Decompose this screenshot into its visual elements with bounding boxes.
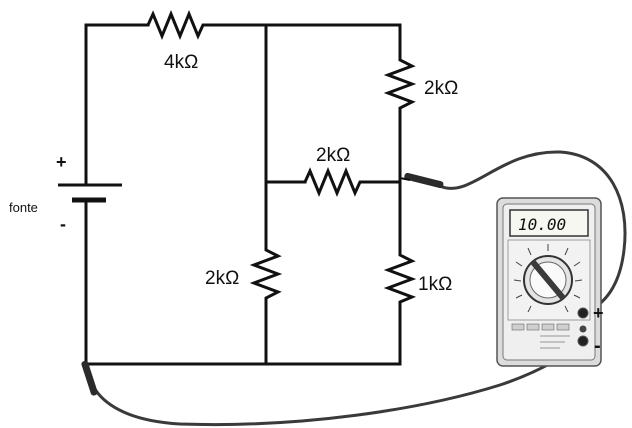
source-plus-sign: + (56, 152, 67, 172)
probe-tip-black (81, 360, 98, 396)
multimeter-display (509, 209, 589, 237)
dial-scale-marks (513, 244, 583, 313)
dial-pointer (530, 259, 566, 301)
resistor-top (146, 10, 208, 40)
resistor-left-bottom (249, 245, 283, 305)
meter-minus-label: - (594, 335, 601, 357)
resistor-right-bottom-label: 1kΩ (418, 274, 452, 295)
resistor-left-bottom-label: 2kΩ (205, 268, 239, 289)
probe-tip-red (399, 172, 444, 189)
meter-plus-label: + (593, 303, 604, 323)
resistor-middle (303, 167, 365, 197)
source-minus-sign: - (60, 214, 66, 234)
multimeter: 10.00 (496, 197, 602, 367)
battery-symbol (58, 133, 122, 212)
multimeter-reading: 10.00 (518, 215, 566, 234)
resistor-right-bottom (383, 250, 417, 305)
probe-lead-black (86, 340, 583, 427)
resistor-middle-label: 2kΩ (316, 145, 350, 166)
circuit-wires (84, 23, 402, 366)
resistor-top-label: 4kΩ (164, 52, 198, 73)
resistor-right-top (383, 56, 417, 115)
source-label: fonte (9, 200, 38, 215)
probe-lead-red (439, 150, 627, 314)
resistor-right-top-label: 2kΩ (424, 78, 458, 99)
terminal-com (577, 335, 589, 347)
terminal-plus (577, 307, 589, 319)
